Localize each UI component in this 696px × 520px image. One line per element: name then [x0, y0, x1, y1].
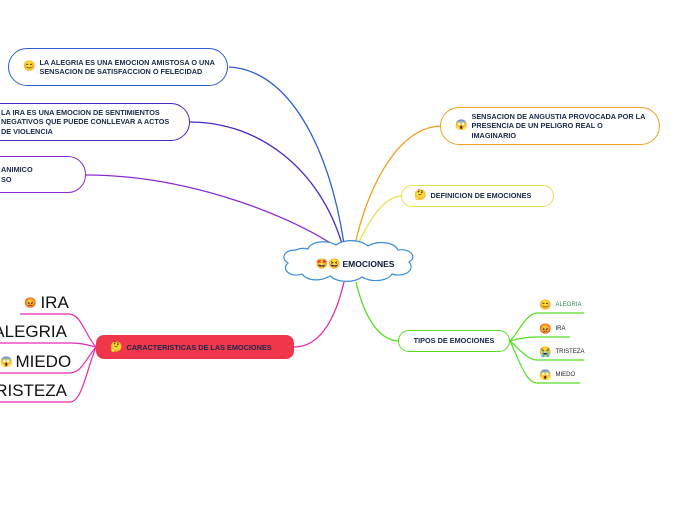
- tipo-ira-label: IRA: [555, 326, 566, 332]
- car-item-tristeza[interactable]: TRISTEZA: [0, 380, 67, 402]
- link-tipos-tristeza: [509, 340, 584, 361]
- car-item-ira[interactable]: 😡 IRA: [24, 292, 69, 314]
- link-animico: [85, 174, 336, 247]
- caracteristicas-label: CARACTERISTICAS DE LAS EMOCIONES: [126, 342, 272, 352]
- ira-definition-text: LA IRA ES UNA EMOCION DE SENTIMIENTOS NE…: [1, 108, 170, 136]
- ira-definition-node[interactable]: LA IRA ES UNA EMOCION DE SENTIMIENTOS NE…: [0, 103, 190, 141]
- link-alegria-def: [228, 66, 345, 245]
- crying-icon: 😭: [539, 346, 552, 358]
- alegria-definition-node[interactable]: 😊 LA ALEGRIA ES UNA EMOCION AMISTOSA O U…: [8, 48, 228, 86]
- tipo-alegria-label: ALEGRIA: [555, 302, 582, 308]
- scream-icon: 😱: [455, 119, 468, 131]
- link-car-miedo: [0, 346, 97, 374]
- link-tipos-alegria: [509, 312, 584, 342]
- tipo-item-alegria[interactable]: 😊 ALEGRIA: [539, 298, 581, 312]
- angry-icon: 😡: [539, 323, 552, 335]
- central-label: EMOCIONES: [342, 259, 395, 269]
- link-miedo-def: [354, 125, 441, 245]
- tipo-miedo-label: MIEDO: [555, 372, 576, 378]
- link-definicion: [357, 195, 402, 245]
- miedo-definition-text: SENSACION DE ANGUSTIA PROVOCADA POR LA P…: [471, 112, 646, 140]
- tipos-emociones-node[interactable]: TIPOS DE EMOCIONES: [398, 330, 510, 352]
- central-emoji-icon: 🤩😆: [315, 258, 341, 270]
- alegria-definition-text: LA ALEGRIA ES UNA EMOCION AMISTOSA O UNA…: [39, 57, 215, 76]
- car-tristeza-label: TRISTEZA: [0, 381, 67, 400]
- link-car-ira: [20, 313, 97, 348]
- thinking-icon: 🤔: [414, 189, 427, 201]
- car-alegria-label: ALEGRIA: [0, 322, 67, 341]
- angry-icon: 😡: [24, 297, 37, 309]
- tipo-item-ira[interactable]: 😡 IRA: [539, 322, 565, 336]
- thinking-icon: 🤔: [110, 341, 123, 353]
- smile-icon: 😊: [539, 299, 552, 311]
- animico-node[interactable]: ANIMICO SO: [0, 156, 86, 193]
- tipo-tristeza-label: TRISTEZA: [555, 349, 585, 355]
- link-ira-def: [189, 121, 343, 245]
- central-node[interactable]: 🤩😆 EMOCIONES: [305, 255, 405, 273]
- animico-text: ANIMICO SO: [1, 165, 33, 184]
- tipo-item-tristeza[interactable]: 😭 TRISTEZA: [539, 345, 584, 359]
- caracteristicas-node[interactable]: 🤔 CARACTERISTICAS DE LAS EMOCIONES: [96, 335, 294, 359]
- link-car-tristeza: [0, 346, 97, 403]
- link-car-alegria: [0, 342, 97, 348]
- definicion-emociones-node[interactable]: 🤔 DEFINICION DE EMOCIONES: [401, 185, 554, 207]
- smile-icon: 😊: [23, 60, 36, 72]
- central-cloud: [283, 240, 414, 282]
- car-ira-label: IRA: [40, 293, 69, 312]
- car-item-alegria[interactable]: ALEGRIA: [0, 321, 67, 343]
- link-tipos: [355, 281, 399, 342]
- scream-icon: 😱: [539, 369, 552, 381]
- tipos-emociones-label: TIPOS DE EMOCIONES: [413, 336, 495, 346]
- miedo-definition-node[interactable]: 😱 SENSACION DE ANGUSTIA PROVOCADA POR LA…: [440, 107, 660, 145]
- scream-icon: 😱: [0, 356, 13, 368]
- definicion-emociones-label: DEFINICION DE EMOCIONES: [430, 191, 532, 201]
- car-item-miedo[interactable]: 😱 MIEDO: [0, 351, 71, 373]
- car-miedo-label: MIEDO: [15, 352, 72, 371]
- link-tipos-miedo: [509, 340, 580, 384]
- link-caracteristicas: [293, 281, 345, 348]
- tipo-item-miedo[interactable]: 😱 MIEDO: [539, 368, 575, 382]
- link-tipos-ira: [509, 336, 570, 342]
